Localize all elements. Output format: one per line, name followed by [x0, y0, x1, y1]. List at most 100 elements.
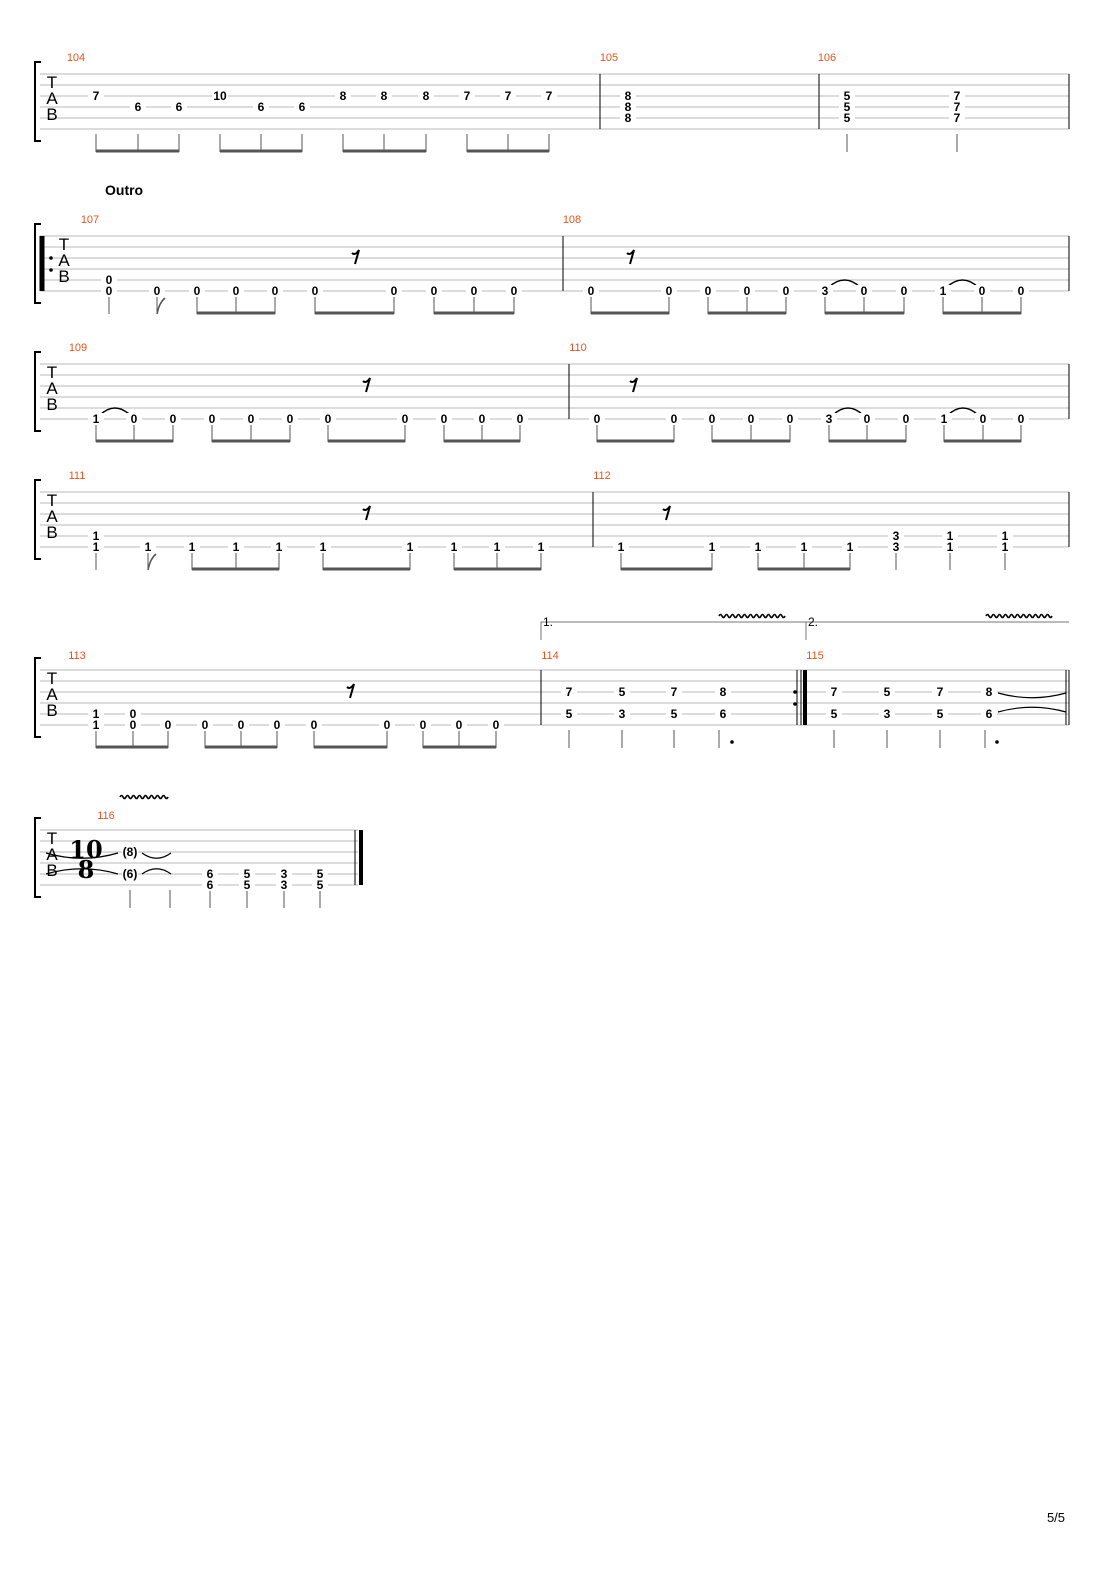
fret-bg — [294, 101, 310, 113]
fret-number: 1 — [941, 412, 948, 426]
fret-bg — [942, 541, 958, 553]
tie-arc — [832, 407, 864, 416]
fret-bg — [614, 708, 630, 720]
fret-bg — [620, 90, 636, 102]
swell-curve — [45, 868, 119, 875]
fret-bg — [489, 541, 505, 553]
measure-number: 112 — [593, 470, 611, 482]
fret-number: 0 — [202, 718, 209, 732]
fret-bg — [975, 413, 991, 425]
fret-bg — [276, 879, 292, 891]
fret-bg — [125, 708, 141, 720]
fret-bg — [426, 285, 442, 297]
measure-number: 115 — [806, 650, 824, 662]
fret-bg — [614, 686, 630, 698]
fret-bg — [88, 90, 104, 102]
fret-number: 0 — [979, 284, 986, 298]
fret-number: 5 — [317, 867, 324, 881]
measure-number: 104 — [67, 52, 85, 64]
fret-bg — [778, 285, 794, 297]
fret-number: 7 — [566, 685, 573, 699]
tab-clef-letter: B — [46, 523, 57, 542]
fret-number: 0 — [287, 412, 294, 426]
fret-bg — [320, 413, 336, 425]
fret-bg — [541, 90, 557, 102]
fret-number: 0 — [748, 412, 755, 426]
tab-clef-letter: B — [46, 701, 57, 720]
fret-bg — [239, 868, 255, 880]
fret-bg — [932, 708, 948, 720]
volta-bracket — [540, 621, 1069, 640]
fret-number: 7 — [954, 100, 961, 114]
fret-bg — [666, 413, 682, 425]
fret-number: 1 — [709, 540, 716, 554]
fret-number: 7 — [671, 685, 678, 699]
tab-clef-letter: B — [46, 395, 57, 414]
fret-number: 6 — [135, 100, 142, 114]
fret-bg — [459, 90, 475, 102]
tie-arc — [947, 407, 979, 416]
fret-bg — [949, 112, 965, 124]
swell-curve — [997, 706, 1067, 713]
fret-number: 0 — [783, 284, 790, 298]
fret-number: 1 — [407, 540, 414, 554]
fret-number: 0 — [391, 284, 398, 298]
fret-number: 3 — [826, 412, 833, 426]
measure-number: 113 — [68, 650, 86, 662]
fret-bg — [589, 413, 605, 425]
fret-bg — [126, 413, 142, 425]
tab-clef-letter: T — [47, 491, 57, 510]
fret-number: 5 — [619, 685, 626, 699]
fret-number: 5 — [566, 707, 573, 721]
fret-number: 1 — [755, 540, 762, 554]
eighth-rest — [626, 249, 635, 265]
system-bracket — [34, 61, 41, 142]
measure-number: 107 — [81, 214, 99, 226]
fret-bg — [666, 686, 682, 698]
measure-number: 111 — [69, 470, 86, 482]
measure-number: 109 — [69, 342, 87, 354]
tab-clef-letter: B — [46, 105, 57, 124]
fret-number: 10 — [213, 89, 227, 103]
system-bracket — [34, 223, 41, 304]
tab-clef-letter: T — [47, 669, 57, 688]
fret-number: 0 — [594, 412, 601, 426]
fret-bg — [704, 413, 720, 425]
fret-number: 0 — [666, 284, 673, 298]
fret-bg — [620, 112, 636, 124]
fret-number: 0 — [861, 284, 868, 298]
fret-number: 6 — [207, 867, 214, 881]
fret-number: 0 — [131, 412, 138, 426]
fret-bg — [386, 285, 402, 297]
fret-number: 1 — [93, 718, 100, 732]
fret-bg — [312, 868, 328, 880]
fret-number: 6 — [299, 100, 306, 114]
tab-clef-letter: A — [46, 507, 58, 526]
fret-bg — [856, 285, 872, 297]
dot — [730, 740, 734, 744]
ornaments — [45, 249, 1067, 875]
note-beams — [96, 149, 1021, 749]
fret-number: 6 — [986, 707, 993, 721]
tab-clef-letter: A — [46, 845, 58, 864]
fret-bg — [620, 101, 636, 113]
fret-number: 1 — [801, 540, 808, 554]
fret-bg — [239, 879, 255, 891]
fret-bg — [212, 90, 228, 102]
page-number: 5/5 — [1047, 1510, 1065, 1525]
fret-bg — [307, 285, 323, 297]
fret-number: 0 — [744, 284, 751, 298]
fret-bg — [228, 285, 244, 297]
fret-bg — [704, 541, 720, 553]
fret-bg — [88, 530, 104, 542]
fret-bg — [466, 285, 482, 297]
fret-number: 8 — [986, 685, 993, 699]
fret-bg — [981, 708, 997, 720]
fret-bg — [171, 101, 187, 113]
measure-number: 106 — [818, 52, 836, 64]
fret-bg — [267, 285, 283, 297]
fret-bg — [879, 686, 895, 698]
fret-bg — [446, 541, 462, 553]
